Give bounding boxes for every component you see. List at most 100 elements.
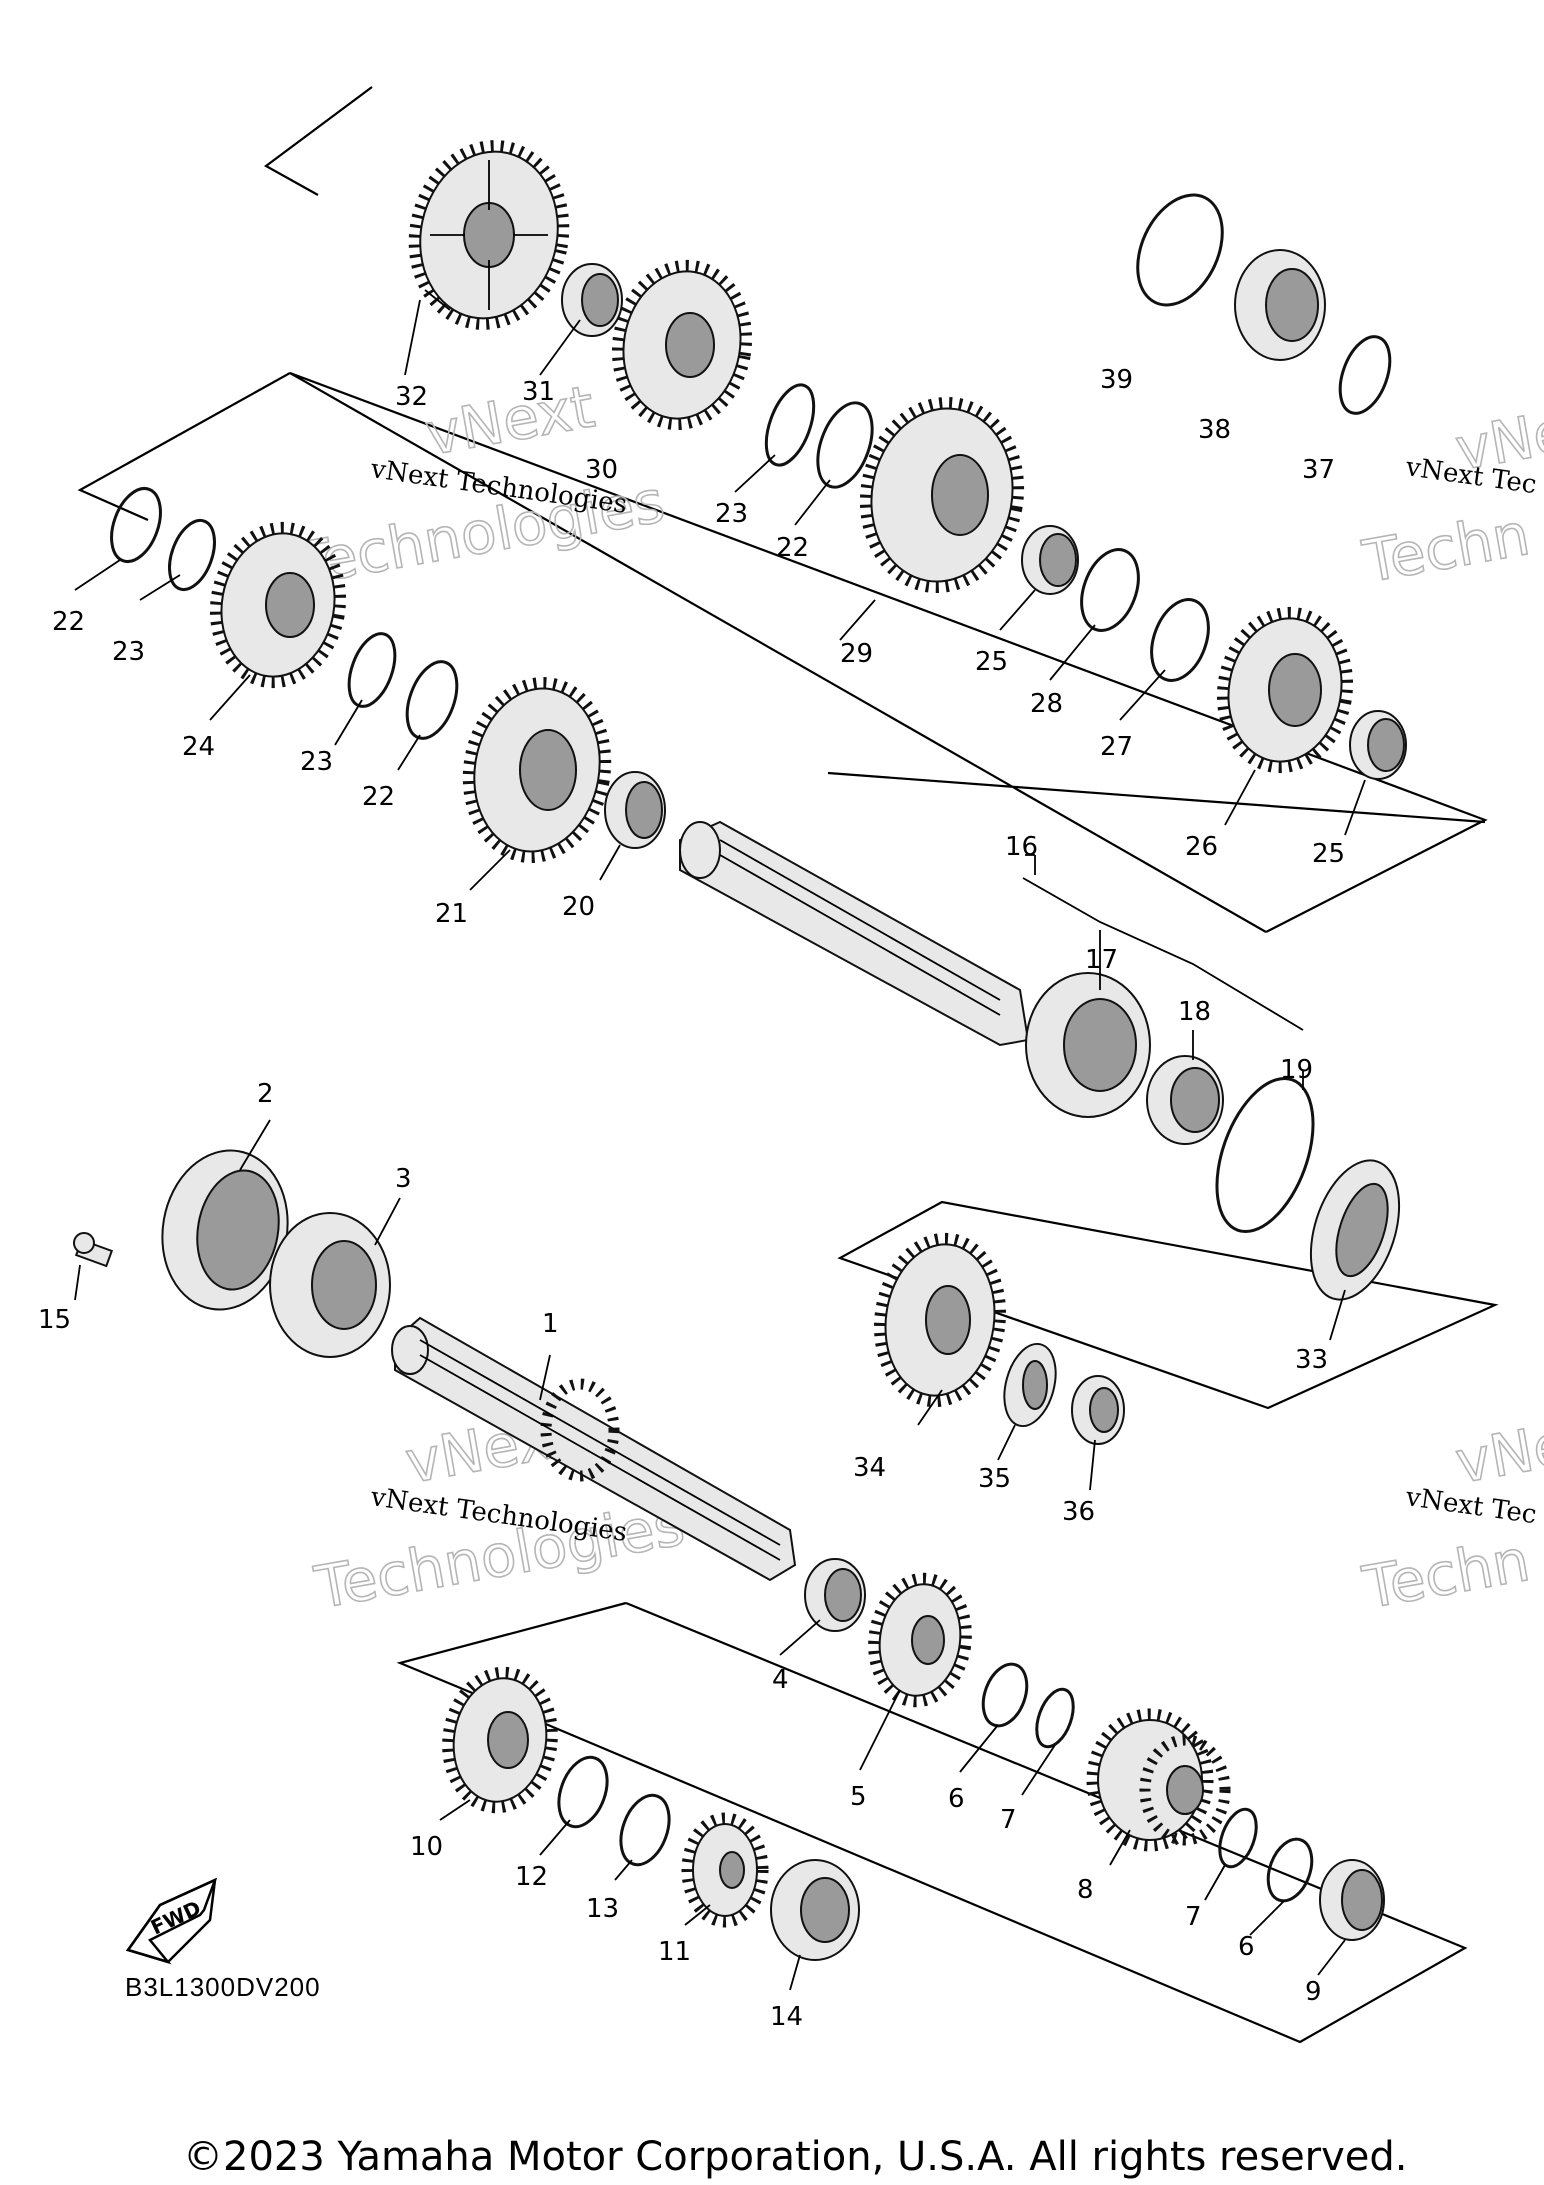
leader-16-bracket [1022, 877, 1304, 1031]
washer-23-left [168, 518, 216, 592]
washer-7-left [1035, 1687, 1075, 1749]
callout: 26 [1185, 832, 1218, 862]
main-axle-1 [391, 1316, 797, 1582]
callout: 20 [562, 892, 595, 922]
callout: 34 [853, 1453, 886, 1483]
circlip-6-right [1266, 1837, 1314, 1903]
washer-27 [1150, 598, 1210, 682]
bushing-20 [604, 771, 666, 849]
callout: 22 [52, 607, 85, 637]
nut-36 [1071, 1375, 1125, 1445]
callout: 3 [395, 1164, 412, 1194]
callout: 11 [658, 1937, 691, 1967]
callout: 23 [300, 747, 333, 777]
callout: 31 [522, 377, 555, 407]
bearing-3 [269, 1212, 391, 1358]
callout: 7 [1000, 1805, 1017, 1835]
bushing-9 [1319, 1859, 1385, 1941]
callout: 38 [1198, 415, 1231, 445]
callout: 16 [1005, 832, 1038, 862]
washer-23-mid [347, 632, 397, 708]
gear-32 [408, 140, 570, 330]
watermark-edge-upper: vNe Techn vNext Tec [1357, 396, 1544, 596]
sprocket-34 [873, 1232, 1007, 1408]
group-outline-upper-shaft [77, 371, 1488, 933]
gear-30 [611, 259, 753, 431]
callout: 32 [395, 382, 428, 412]
gear-29 [859, 396, 1025, 594]
watermark-lower: vNext Technologies vNext Technologies [309, 1400, 690, 1623]
bearing-17 [1025, 972, 1151, 1118]
callout: 36 [1062, 1497, 1095, 1527]
circlip-22-mid [405, 660, 459, 740]
bolt-15 [73, 1232, 114, 1268]
callout: 1 [542, 1309, 559, 1339]
bushing-25-top [1021, 525, 1079, 595]
bearing-14 [770, 1859, 860, 1961]
callout: 18 [1178, 997, 1211, 1027]
callout: 25 [1312, 839, 1345, 869]
washer-13 [619, 1793, 671, 1867]
callout: 9 [1305, 1977, 1322, 2007]
seal-33 [1309, 1159, 1401, 1301]
bushing-25-right [1349, 710, 1407, 780]
washer-7-right [1218, 1807, 1258, 1869]
gear-11 [681, 1812, 769, 1928]
group-outline-top [263, 86, 373, 196]
callout: 19 [1280, 1055, 1313, 1085]
bearing-38 [1234, 249, 1326, 361]
callout: 5 [850, 1782, 867, 1812]
circlip-22-top [816, 401, 874, 489]
callout: 6 [948, 1784, 965, 1814]
callout: 23 [112, 637, 145, 667]
circlip-19 [1215, 1076, 1315, 1234]
bushing-18 [1146, 1055, 1224, 1145]
gear-8 [1086, 1708, 1231, 1852]
washer-28 [1080, 548, 1140, 632]
callout: 37 [1302, 455, 1335, 485]
gear-24 [209, 521, 347, 689]
gear-26 [1216, 606, 1354, 774]
callout: 22 [362, 782, 395, 812]
bushing-31 [561, 263, 623, 337]
callout: 35 [978, 1464, 1011, 1494]
callout: 25 [975, 647, 1008, 677]
callout-labels: 32 31 30 23 22 29 25 28 27 26 25 39 38 3… [38, 365, 1345, 2032]
callout: 8 [1077, 1875, 1094, 1905]
callout: 10 [410, 1832, 443, 1862]
svg-text:vNe: vNe [1451, 1410, 1544, 1497]
callout: 22 [776, 533, 809, 563]
callout: 27 [1100, 732, 1133, 762]
callout: 15 [38, 1305, 71, 1335]
callout: 2 [257, 1079, 274, 1109]
circlip-22-left [110, 487, 162, 563]
callout: 14 [770, 2002, 803, 2032]
callout: 39 [1100, 365, 1133, 395]
callout: 6 [1238, 1932, 1255, 1962]
callout: 17 [1085, 945, 1118, 975]
callout: 30 [585, 455, 618, 485]
callout: 7 [1185, 1902, 1202, 1932]
washer-12 [557, 1755, 609, 1829]
gear-10 [442, 1666, 558, 1814]
washer-35 [1003, 1342, 1057, 1428]
circlip-37 [1338, 335, 1392, 415]
leader-lines [74, 289, 1366, 1991]
callout: 13 [586, 1894, 619, 1924]
shaft-16 [679, 820, 1030, 1047]
copyright-notice: ©2023 Yamaha Motor Corporation, U.S.A. A… [183, 2134, 1408, 2180]
callout: 12 [515, 1862, 548, 1892]
callout: 23 [715, 499, 748, 529]
group-outline-lower [396, 1601, 1468, 2044]
gear-21 [462, 677, 612, 863]
diagram-code: B3L1300DV200 [125, 1972, 321, 2002]
svg-text:Techn: Techn [1358, 1526, 1535, 1622]
callout: 33 [1295, 1345, 1328, 1375]
svg-text:vNext: vNext [421, 372, 600, 468]
callout: 21 [435, 899, 468, 929]
bushing-4 [804, 1558, 866, 1632]
group-outline-output [837, 1200, 1499, 1410]
circlip-39 [1136, 193, 1224, 307]
circlip-6-left [981, 1662, 1029, 1728]
